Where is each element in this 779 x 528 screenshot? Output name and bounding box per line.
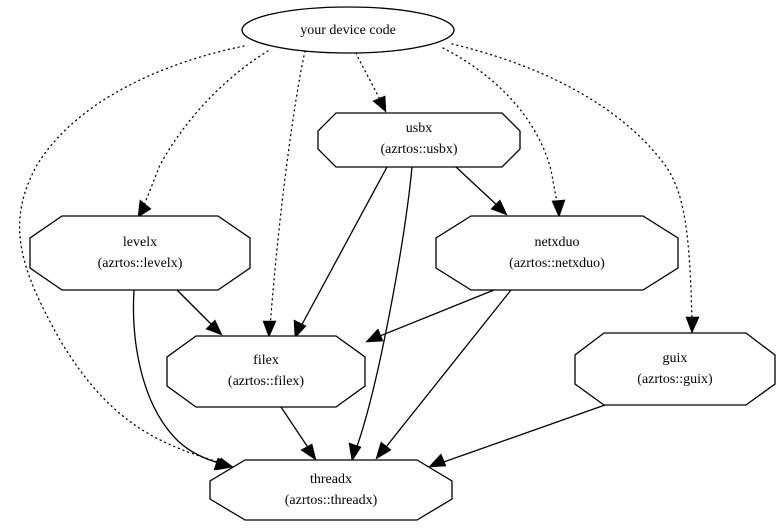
node-label-netxduo-line2: (azrtos::netxduo) <box>509 256 605 271</box>
edge-filex-to-threadx <box>280 406 317 461</box>
edge-device-to-filex <box>262 50 306 338</box>
edge-netxduo-to-filex <box>365 289 495 343</box>
node-usbx[interactable]: usbx (azrtos::usbx) <box>317 112 521 168</box>
node-label-threadx-line2: (azrtos::threadx) <box>285 493 378 508</box>
node-label-usbx-line1: usbx <box>406 121 432 136</box>
edge-guix-to-threadx <box>428 404 606 468</box>
edge-usbx-to-netxduo <box>455 166 508 216</box>
edge-device-to-netxduo <box>442 47 566 218</box>
edge-device-to-levelx <box>137 50 269 218</box>
node-label-guix-line1: guix <box>663 351 688 366</box>
edge-levelx-to-filex <box>176 289 223 336</box>
node-label-filex-line2: (azrtos::filex) <box>228 374 305 389</box>
edge-levelx-to-threadx <box>132 289 232 471</box>
node-layer: your device code usbx (azrtos::usbx) lev… <box>29 6 776 521</box>
node-levelx[interactable]: levelx (azrtos::levelx) <box>29 215 251 291</box>
node-netxduo[interactable]: netxduo (azrtos::netxduo) <box>435 215 679 291</box>
node-shape-octagon <box>317 112 521 168</box>
node-your-device-code[interactable]: your device code <box>241 6 455 54</box>
node-label-levelx-line2: (azrtos::levelx) <box>98 256 183 271</box>
node-label-filex-line1: filex <box>253 353 279 368</box>
node-shape-octagon <box>166 335 366 408</box>
node-guix[interactable]: guix (azrtos::guix) <box>574 332 776 406</box>
edge-device-to-guix <box>451 43 700 334</box>
edge-layer <box>18 43 700 471</box>
edge-usbx-to-filex <box>293 166 388 339</box>
edge-netxduo-to-threadx <box>375 289 512 460</box>
node-shape-ellipse <box>241 6 455 54</box>
node-shape-octagon <box>435 215 679 291</box>
node-label-threadx-line1: threadx <box>310 472 352 487</box>
node-filex[interactable]: filex (azrtos::filex) <box>166 335 366 408</box>
node-threadx[interactable]: threadx (azrtos::threadx) <box>209 459 453 521</box>
node-label-device-line1: your device code <box>300 23 396 38</box>
node-label-levelx-line1: levelx <box>123 235 157 250</box>
edge-usbx-to-threadx <box>348 166 413 462</box>
node-shape-octagon <box>574 332 776 406</box>
node-shape-octagon <box>29 215 251 291</box>
node-label-usbx-line2: (azrtos::usbx) <box>381 142 458 157</box>
node-label-netxduo-line1: netxduo <box>534 235 579 250</box>
edge-device-to-usbx <box>355 52 387 113</box>
node-shape-octagon <box>209 459 453 521</box>
node-label-guix-line2: (azrtos::guix) <box>637 372 713 387</box>
